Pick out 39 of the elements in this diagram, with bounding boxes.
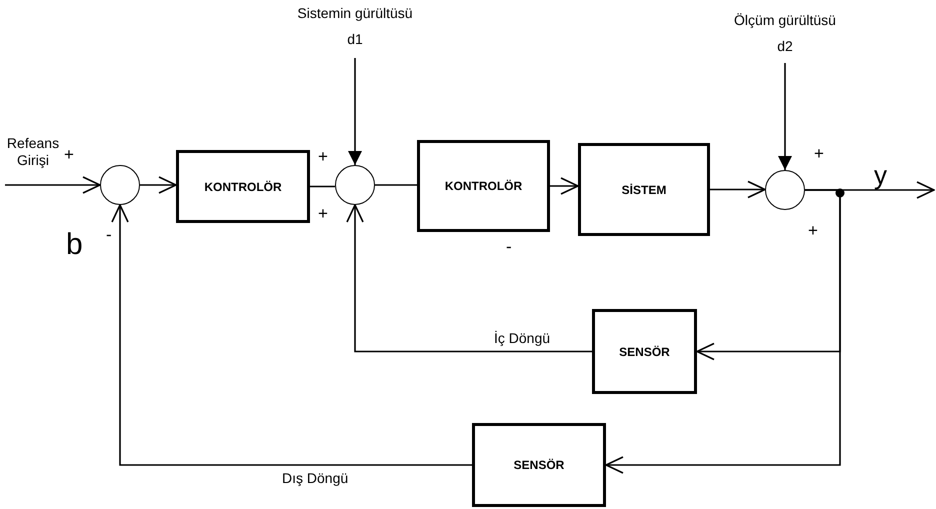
block-box — [578, 143, 710, 236]
block-box — [472, 423, 606, 507]
noise-label: Ölçüm gürültüsü — [733, 11, 837, 30]
signal-arrow — [605, 189, 841, 474]
sign-label: - — [106, 226, 112, 243]
signal-arrow — [346, 204, 592, 352]
sign-label: - — [506, 238, 512, 255]
signal-arrow — [5, 176, 101, 194]
edge-label: y — [874, 160, 887, 192]
edge-label: Dış Döngü — [282, 470, 348, 487]
signal-arrow — [710, 180, 766, 198]
signal-name: d1 — [346, 30, 364, 49]
signal-arrow — [778, 63, 792, 170]
sign-label: b — [66, 230, 83, 260]
signal-arrow — [111, 204, 472, 466]
block-box — [417, 140, 550, 232]
block-label: KONTROLÖR — [204, 180, 282, 194]
signal-name: d2 — [776, 37, 794, 56]
sign-label: + — [64, 146, 74, 163]
summing-junction — [335, 165, 375, 205]
signal-arrow — [348, 58, 362, 165]
signal-arrow — [140, 176, 177, 194]
summing-junction — [100, 165, 140, 205]
sign-label: + — [318, 205, 328, 222]
sign-label: + — [318, 148, 328, 165]
signal-arrow — [550, 177, 579, 195]
block-box — [176, 150, 310, 223]
block-box — [592, 309, 697, 394]
sign-label: + — [808, 222, 818, 239]
block-label: SENSÖR — [514, 458, 564, 472]
summing-junction — [765, 170, 805, 210]
sign-label: + — [814, 145, 824, 162]
block-label: KONTROLÖR — [444, 179, 522, 193]
noise-label: Sistemin gürültüsü — [296, 4, 414, 23]
signal-line — [310, 186, 335, 188]
block-label: SENSÖR — [619, 344, 670, 358]
signal-line — [375, 184, 417, 186]
block-label: SİSTEM — [622, 182, 666, 196]
edge-label: İç Döngü — [494, 330, 550, 347]
